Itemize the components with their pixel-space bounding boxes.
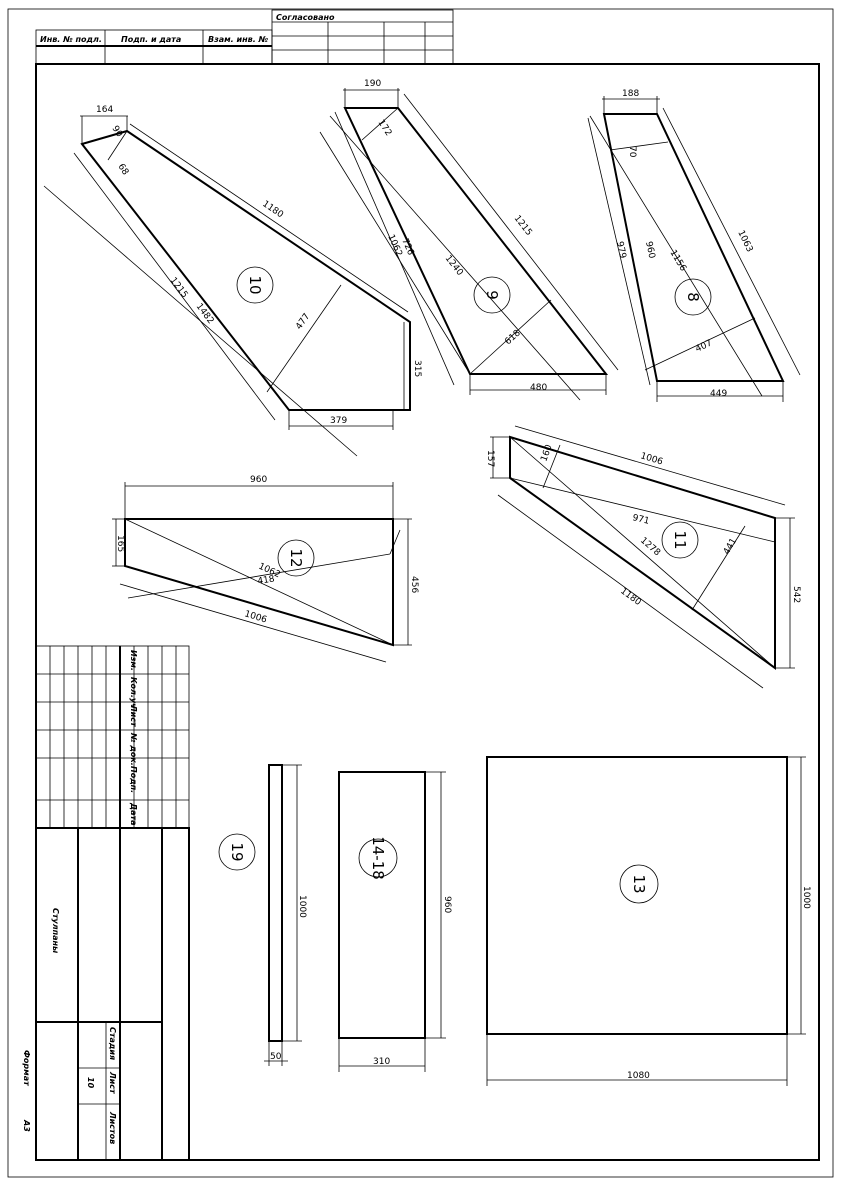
rev-label-podp: Подп.: [129, 766, 138, 793]
sheets-label: Листов: [108, 1111, 117, 1144]
part-8-marker: [674, 278, 712, 316]
dim-label: 165: [115, 535, 125, 552]
dim-label: 1006: [243, 609, 268, 625]
part-9-number: 9: [483, 290, 501, 300]
agreed-label: Согласовано: [276, 13, 335, 22]
dim-label: 477: [294, 312, 312, 332]
format-label: Формат: [22, 1050, 31, 1087]
sheet-value: 10: [86, 1077, 95, 1089]
dim-label: 164: [96, 105, 113, 115]
title-text: Стулпаны: [51, 908, 60, 954]
part-10-number: 10: [246, 275, 264, 294]
dim-label: 1180: [618, 586, 643, 608]
dim-label: 1215: [168, 276, 190, 300]
replaced-inv-label: Взам. инв. №: [208, 35, 269, 44]
dim-label: 960: [442, 896, 452, 913]
format-value: A3: [22, 1119, 31, 1132]
part-13: 13 1000 1080: [486, 756, 811, 1086]
sign-date-label: Подп. и дата: [121, 35, 181, 44]
dim-label: 190: [364, 79, 381, 89]
dim-label: 1080: [627, 1071, 650, 1081]
stage-label: Стадия: [108, 1027, 117, 1060]
dim-label: 90: [109, 124, 124, 139]
sheet-frame: [7, 8, 834, 1178]
part-10-marker: [236, 266, 274, 304]
dim-label: 1482: [194, 302, 216, 326]
dim-label: 456: [409, 576, 419, 593]
rev-label-data: Дата: [129, 802, 138, 826]
part-11-number: 11: [671, 530, 689, 549]
title-block: Стулпаны Стадия Лист Листов 10: [35, 827, 190, 1161]
sheet-label: Лист: [108, 1071, 117, 1095]
part-14-18: 14-18 960 310: [338, 771, 452, 1072]
dim-label: 1062: [385, 233, 403, 258]
dim-label: 315: [412, 360, 422, 377]
dim-label: 157: [485, 450, 495, 467]
dim-label: 960: [250, 475, 267, 485]
part-14-18-number: 14-18: [369, 836, 387, 880]
part-14-18-marker: [358, 838, 398, 878]
dim-label: 379: [330, 416, 347, 426]
part-9: 9 190 172 1215 1062 726 1240 618 480: [319, 79, 619, 401]
dim-label: 1278: [638, 536, 662, 559]
dim-label: 1215: [512, 214, 534, 238]
part-12: 12 960 165 1062 418 1006 456: [112, 475, 419, 663]
dim-label: 618: [503, 328, 523, 347]
dim-label: 971: [631, 513, 650, 527]
dim-label: 310: [373, 1057, 390, 1067]
part-11-marker: [661, 521, 699, 559]
dim-label: 960: [643, 241, 656, 260]
rev-label-doc: № док.: [129, 732, 138, 766]
dim-label: 50: [270, 1052, 282, 1062]
dim-label: 407: [694, 338, 714, 354]
dim-label: 449: [710, 389, 727, 399]
part-12-number: 12: [287, 548, 305, 567]
dim-label: 1180: [260, 199, 285, 220]
dim-label: 188: [622, 89, 639, 99]
rev-label-list: Лист: [129, 704, 138, 728]
rev-label-kol: Кол.уч: [129, 677, 138, 709]
part-19: 19 1000 50: [218, 764, 307, 1066]
dim-label: 418: [257, 574, 276, 587]
part-12-marker: [277, 539, 315, 577]
dim-label: 1156: [667, 248, 688, 273]
agreed-table: Согласовано: [271, 9, 454, 65]
rev-label-izm: Изм.: [129, 650, 138, 671]
header-table: Инв. № подл. Подп. и дата Взам. инв. №: [35, 29, 273, 65]
dim-label: 1063: [735, 229, 754, 254]
dim-label: 542: [791, 586, 801, 603]
dim-label: 480: [530, 383, 547, 393]
part-8: 8 188 70 1063 979 960 1156 407 449: [587, 89, 801, 402]
dim-label: 979: [614, 241, 627, 260]
part-9-marker: [473, 276, 511, 314]
part-8-number: 8: [684, 292, 702, 302]
dim-label: 1006: [639, 451, 664, 467]
dim-label: 1000: [801, 886, 811, 909]
part-13-number: 13: [630, 874, 648, 893]
dim-label: 1000: [297, 895, 307, 918]
part-19-number: 19: [228, 842, 246, 861]
dim-label: 70: [627, 146, 637, 158]
part-13-marker: [619, 864, 659, 904]
revision-table: Изм. Кол.уч Лист № док. Подп. Дата: [35, 645, 190, 829]
dim-label: 172: [375, 118, 393, 138]
part-11: 11 157 160 1006 971 1278 441 1180 542: [485, 425, 801, 689]
dim-label: 68: [115, 162, 130, 177]
part-10: 10 164 90 68 1180 1215 1482 477 315 379: [43, 105, 422, 457]
inv-label: Инв. № подл.: [40, 35, 102, 44]
part-19-marker: [218, 833, 256, 871]
